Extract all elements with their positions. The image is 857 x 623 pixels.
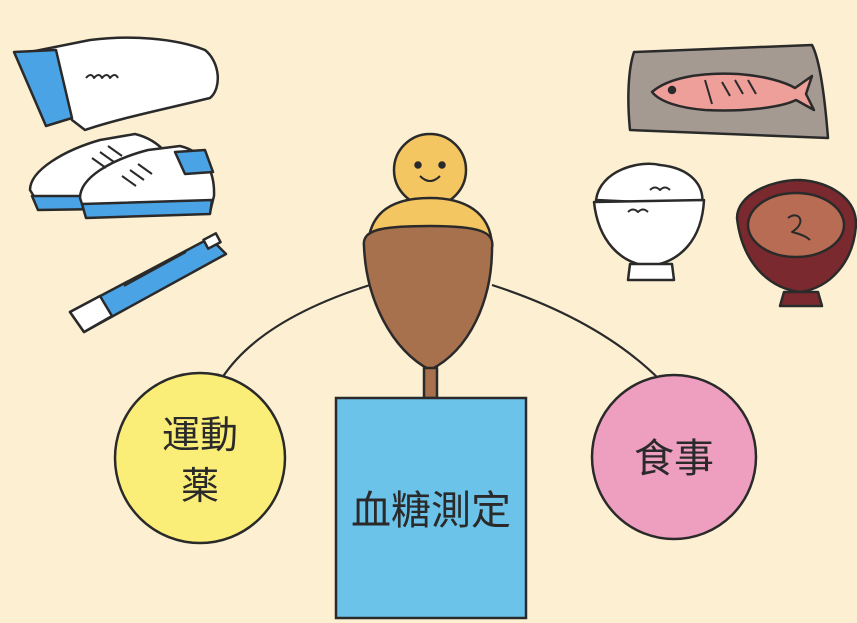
- exercise-medicine-node: [113, 371, 287, 545]
- blood-glucose-node: [334, 396, 528, 620]
- pedometer-icon: [68, 232, 228, 334]
- blood-glucose-label: 血糖測定: [351, 488, 511, 534]
- meal-label: 食事: [634, 436, 714, 482]
- towel-icon: [12, 36, 219, 132]
- miso-soup-icon: [735, 178, 857, 308]
- exercise-medicine-label: 運動 薬: [161, 413, 238, 509]
- meal-node: [590, 373, 758, 541]
- rice-bowl-icon: [592, 162, 706, 282]
- scale-figure-icon: [362, 132, 494, 400]
- grilled-fish-icon: [627, 43, 830, 140]
- sneakers-icon: [28, 132, 216, 220]
